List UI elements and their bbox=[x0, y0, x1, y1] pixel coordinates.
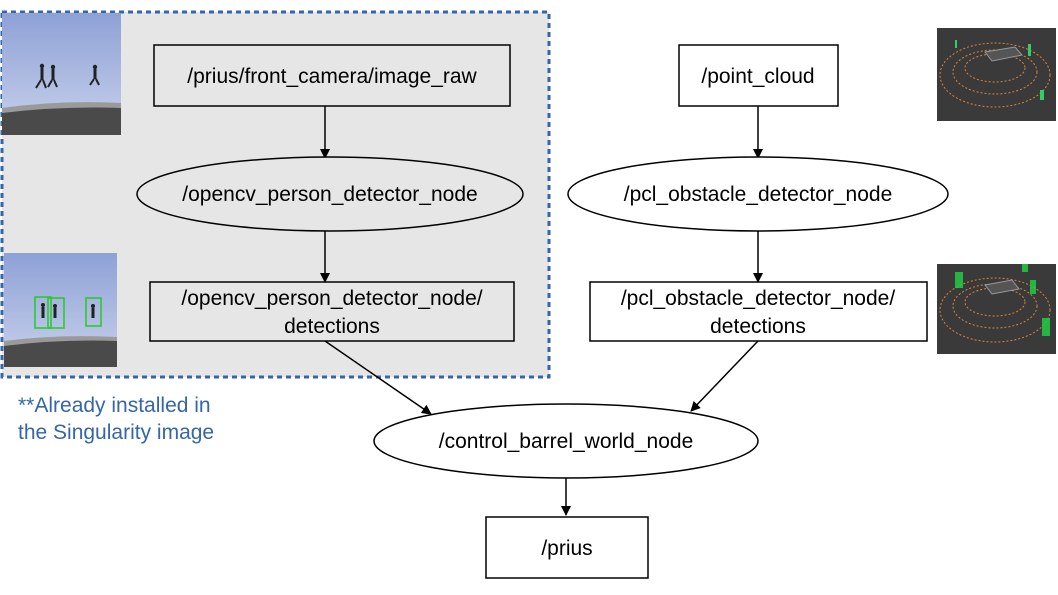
node-prius-label: /prius bbox=[541, 537, 592, 560]
group-note-line2: the Singularity image bbox=[18, 421, 214, 444]
node-camera-topic-label: /prius/front_camera/image_raw bbox=[187, 65, 477, 88]
node-person-detector-label: /opencv_person_detector_node bbox=[182, 183, 477, 206]
node-person-detections-label-line2: detections bbox=[284, 315, 380, 338]
node-control-label: /control_barrel_world_node bbox=[439, 430, 694, 453]
group-note-line1: **Already installed in bbox=[18, 394, 211, 417]
edge-person-detections-to-control bbox=[324, 340, 432, 415]
node-obstacle-detections-label-line1: /pcl_obstacle_detector_node/ bbox=[621, 287, 896, 310]
node-person-detections-label-line1: /opencv_person_detector_node/ bbox=[181, 287, 482, 310]
node-obstacle-detections-label-line2: detections bbox=[710, 315, 806, 338]
lidar-detections-thumbnail bbox=[937, 264, 1056, 354]
node-control: /control_barrel_world_node bbox=[373, 403, 759, 479]
lidar-raw-thumbnail bbox=[937, 28, 1056, 121]
edge-obstacle-detections-to-control bbox=[690, 340, 759, 412]
node-obstacle-detector-label: /pcl_obstacle_detector_node bbox=[624, 183, 893, 206]
node-person-detections: /opencv_person_detector_node/ detections bbox=[149, 281, 515, 342]
node-person-detector: /opencv_person_detector_node bbox=[136, 156, 524, 232]
node-point-cloud-label: /point_cloud bbox=[701, 65, 814, 88]
node-prius: /prius bbox=[485, 516, 649, 579]
camera-raw-thumbnail bbox=[2, 13, 121, 135]
camera-detections-thumbnail bbox=[4, 253, 117, 367]
node-camera-topic: /prius/front_camera/image_raw bbox=[153, 44, 511, 107]
node-point-cloud: /point_cloud bbox=[678, 44, 839, 107]
node-obstacle-detector: /pcl_obstacle_detector_node bbox=[567, 156, 949, 232]
edges bbox=[320, 106, 763, 516]
node-obstacle-detections: /pcl_obstacle_detector_node/ detections bbox=[589, 281, 928, 342]
